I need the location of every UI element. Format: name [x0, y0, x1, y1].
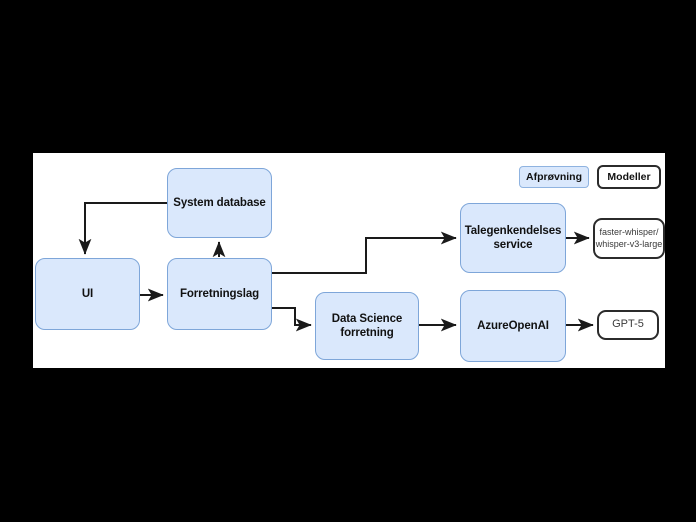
node-azureopenai[interactable]: AzureOpenAI	[460, 290, 566, 362]
connector-layer	[78, 202, 594, 332]
legend-chip-afproevning[interactable]: Afprøvning	[519, 166, 589, 188]
node-data-science-label-line2: forretning	[340, 327, 394, 339]
node-forretningslag-label: Forretningslag	[179, 287, 260, 300]
connector-forretningslag-to-talegenkendelses	[272, 231, 457, 274]
node-data-science-forretning[interactable]: Data Science forretning	[315, 292, 419, 360]
legend-test-label: Afprøvning	[526, 171, 582, 183]
node-whisper-label-line1: faster-whisper/	[599, 227, 659, 238]
node-ui[interactable]: UI	[35, 258, 140, 330]
node-gpt5-model[interactable]: GPT-5	[597, 310, 659, 340]
node-forretningslag[interactable]: Forretningslag	[167, 258, 272, 330]
node-whisper-label-line2: whisper-v3-large	[595, 238, 663, 249]
node-speech-service-label-line2: service	[493, 239, 533, 251]
node-system-database-label: System database	[173, 196, 266, 209]
node-talegenkendelses-service[interactable]: Talegenkendelses service	[460, 203, 566, 273]
node-speech-service-label-line1: Talegenkendelses	[464, 224, 562, 237]
node-data-science-label-line1: Data Science	[331, 312, 403, 325]
node-ui-label: UI	[81, 287, 94, 300]
connector-systemdatabase-to-ui	[78, 202, 167, 255]
node-gpt5-label: GPT-5	[612, 318, 644, 331]
legend-models-label: Modeller	[607, 171, 651, 183]
connector-forretningslag-to-datascience	[272, 307, 312, 332]
legend-chip-modeller[interactable]: Modeller	[597, 165, 661, 189]
node-system-database[interactable]: System database	[167, 168, 272, 238]
diagram-canvas: Afprøvning Modeller System database UI F…	[33, 153, 665, 368]
node-azureopenai-label: AzureOpenAI	[477, 319, 549, 332]
node-faster-whisper-model[interactable]: faster-whisper/ whisper-v3-large	[593, 218, 665, 259]
